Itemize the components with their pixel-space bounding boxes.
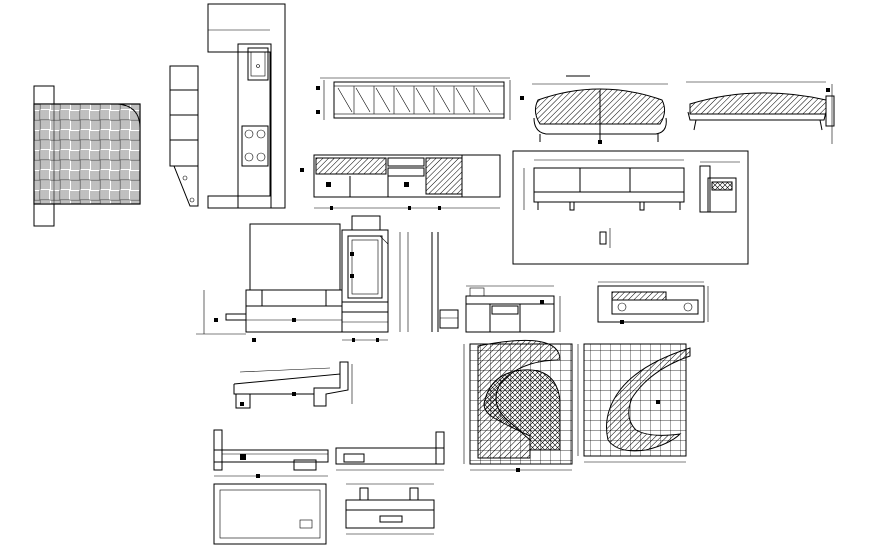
tv-unit-elevation xyxy=(196,223,343,342)
console-elevation xyxy=(597,281,709,324)
lower-cabinet-elevation xyxy=(300,154,501,210)
sofa-side-elevation xyxy=(686,81,835,144)
upper-cabinet-elevation xyxy=(316,77,511,120)
bed-side-elevation xyxy=(213,429,329,478)
parquet-table-plan xyxy=(33,85,141,227)
desk-unit-elevation xyxy=(465,285,561,333)
grid-wall-panel-right xyxy=(577,343,691,463)
grid-wall-panel-left xyxy=(463,339,573,472)
narrow-panel-elevation xyxy=(431,232,459,332)
side-cabinet-elevation xyxy=(341,215,409,342)
tall-shelf-elevation xyxy=(169,65,199,207)
sofa-front-elevation xyxy=(520,75,668,144)
kitchen-counter-plan xyxy=(207,3,286,209)
bed-front-elevation xyxy=(335,431,445,471)
rug-plan xyxy=(213,483,327,545)
bench-detail-frame xyxy=(512,150,749,265)
chaise-section xyxy=(233,361,353,409)
bed-detail-elevation xyxy=(345,483,435,535)
